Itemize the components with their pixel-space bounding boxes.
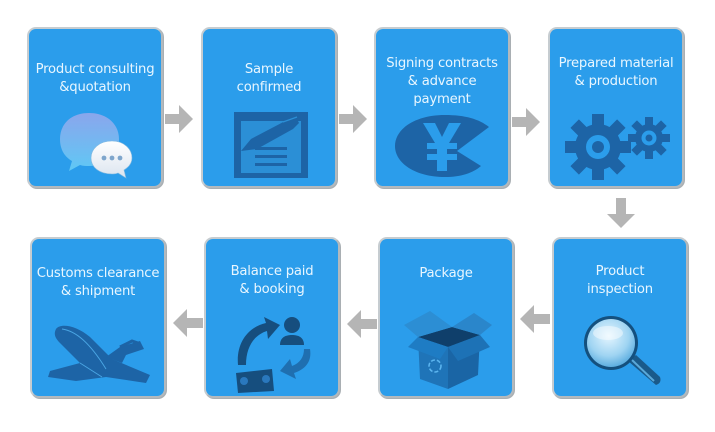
arrow-down-4-5 bbox=[607, 198, 635, 228]
step-label: Product inspection bbox=[587, 264, 653, 297]
step-balance-paid: Balance paid & booking bbox=[204, 237, 340, 398]
arrow-right-1-2 bbox=[165, 105, 193, 133]
step-label: Prepared material & production bbox=[558, 56, 674, 89]
step-product-inspection: Product inspection bbox=[552, 237, 688, 398]
gears-icon bbox=[565, 114, 670, 180]
arrow-left-6-7 bbox=[347, 310, 377, 338]
arrow-right-2-3 bbox=[339, 105, 367, 133]
yen-coin-icon bbox=[395, 115, 489, 177]
arrow-right-3-4 bbox=[512, 108, 540, 136]
step-label: Product consulting &quotation bbox=[35, 62, 155, 95]
open-box-icon bbox=[404, 311, 492, 389]
step-label: Sample confirmed bbox=[236, 62, 302, 95]
step-signing-contracts: Signing contracts & advance payment bbox=[374, 27, 510, 188]
step-customs-clearance: Customs clearance & shipment bbox=[30, 237, 166, 398]
payment-exchange-icon bbox=[236, 317, 311, 393]
step-product-consulting: Product consulting &quotation bbox=[27, 27, 163, 188]
magnifier-icon bbox=[584, 316, 661, 385]
document-pen-icon bbox=[234, 112, 308, 178]
arrow-left-7-8 bbox=[173, 309, 203, 337]
step-package: Package bbox=[378, 237, 514, 398]
step-sample-confirmed: Sample confirmed bbox=[201, 27, 337, 188]
step-label: Package bbox=[419, 266, 473, 281]
airplane-icon bbox=[48, 325, 150, 383]
step-prepared-material: Prepared material & production bbox=[548, 27, 684, 188]
arrow-left-5-6 bbox=[520, 305, 550, 333]
step-label: Customs clearance & shipment bbox=[36, 266, 160, 299]
step-label: Balance paid & booking bbox=[230, 264, 314, 297]
step-label: Signing contracts & advance payment bbox=[386, 56, 498, 107]
chat-bubbles-icon bbox=[60, 113, 133, 179]
